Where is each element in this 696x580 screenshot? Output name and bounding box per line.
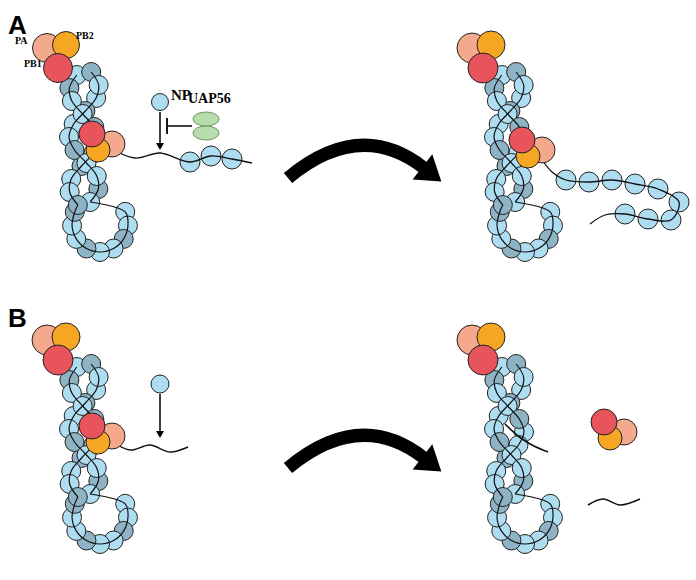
rna-strand <box>494 367 524 497</box>
pb1-subunit <box>591 409 617 435</box>
recruitment-arrow <box>159 394 161 432</box>
np-subunit <box>493 196 512 215</box>
panel-letter: A <box>8 12 27 38</box>
pb1-subunit <box>79 413 105 439</box>
node-shape <box>43 53 73 83</box>
rna-strand <box>588 499 640 505</box>
transition-arrow <box>288 145 424 178</box>
node-oval <box>193 126 219 140</box>
rna-strand <box>497 202 553 252</box>
node-oval <box>193 112 219 126</box>
np-monomer: NP <box>151 93 169 111</box>
arrow-head <box>156 143 164 150</box>
np-subunit <box>493 488 512 507</box>
rna-strand <box>505 424 548 452</box>
pb1-subunit <box>79 121 105 147</box>
artwork <box>32 31 689 554</box>
pb1-subunit <box>468 345 498 375</box>
np-subunit <box>151 375 169 393</box>
rna-strand <box>72 202 128 252</box>
node-shape <box>192 111 220 141</box>
rna-strand <box>72 494 128 544</box>
np-subunit <box>68 488 87 507</box>
pb1-subunit <box>43 345 73 375</box>
node-circle <box>152 94 169 111</box>
rna-strand <box>494 364 524 494</box>
inhibition-line <box>167 125 192 127</box>
recruitment-arrow <box>159 112 161 144</box>
arrow-head <box>156 431 164 438</box>
inhibition-bar <box>166 118 168 134</box>
panel-letter: B <box>8 305 27 331</box>
protein-label: PB2 <box>76 31 94 41</box>
rna-strand <box>110 148 252 163</box>
uap56-protein: UAP56 <box>192 111 220 141</box>
pb1-subunit <box>509 127 535 153</box>
pb1-subunit <box>468 53 498 83</box>
transition-arrow-head <box>413 154 442 181</box>
np-subunit <box>68 196 87 215</box>
rna-strand <box>497 494 553 544</box>
pb1-subunit: PB1 <box>43 53 73 83</box>
rna-strand <box>537 152 679 224</box>
transition-arrow <box>288 435 424 468</box>
protein-label: UAP56 <box>188 92 231 106</box>
node-circle <box>44 54 73 83</box>
transition-arrow-head <box>413 444 442 471</box>
node-shape <box>151 93 169 111</box>
protein-label: PB1 <box>24 59 42 69</box>
